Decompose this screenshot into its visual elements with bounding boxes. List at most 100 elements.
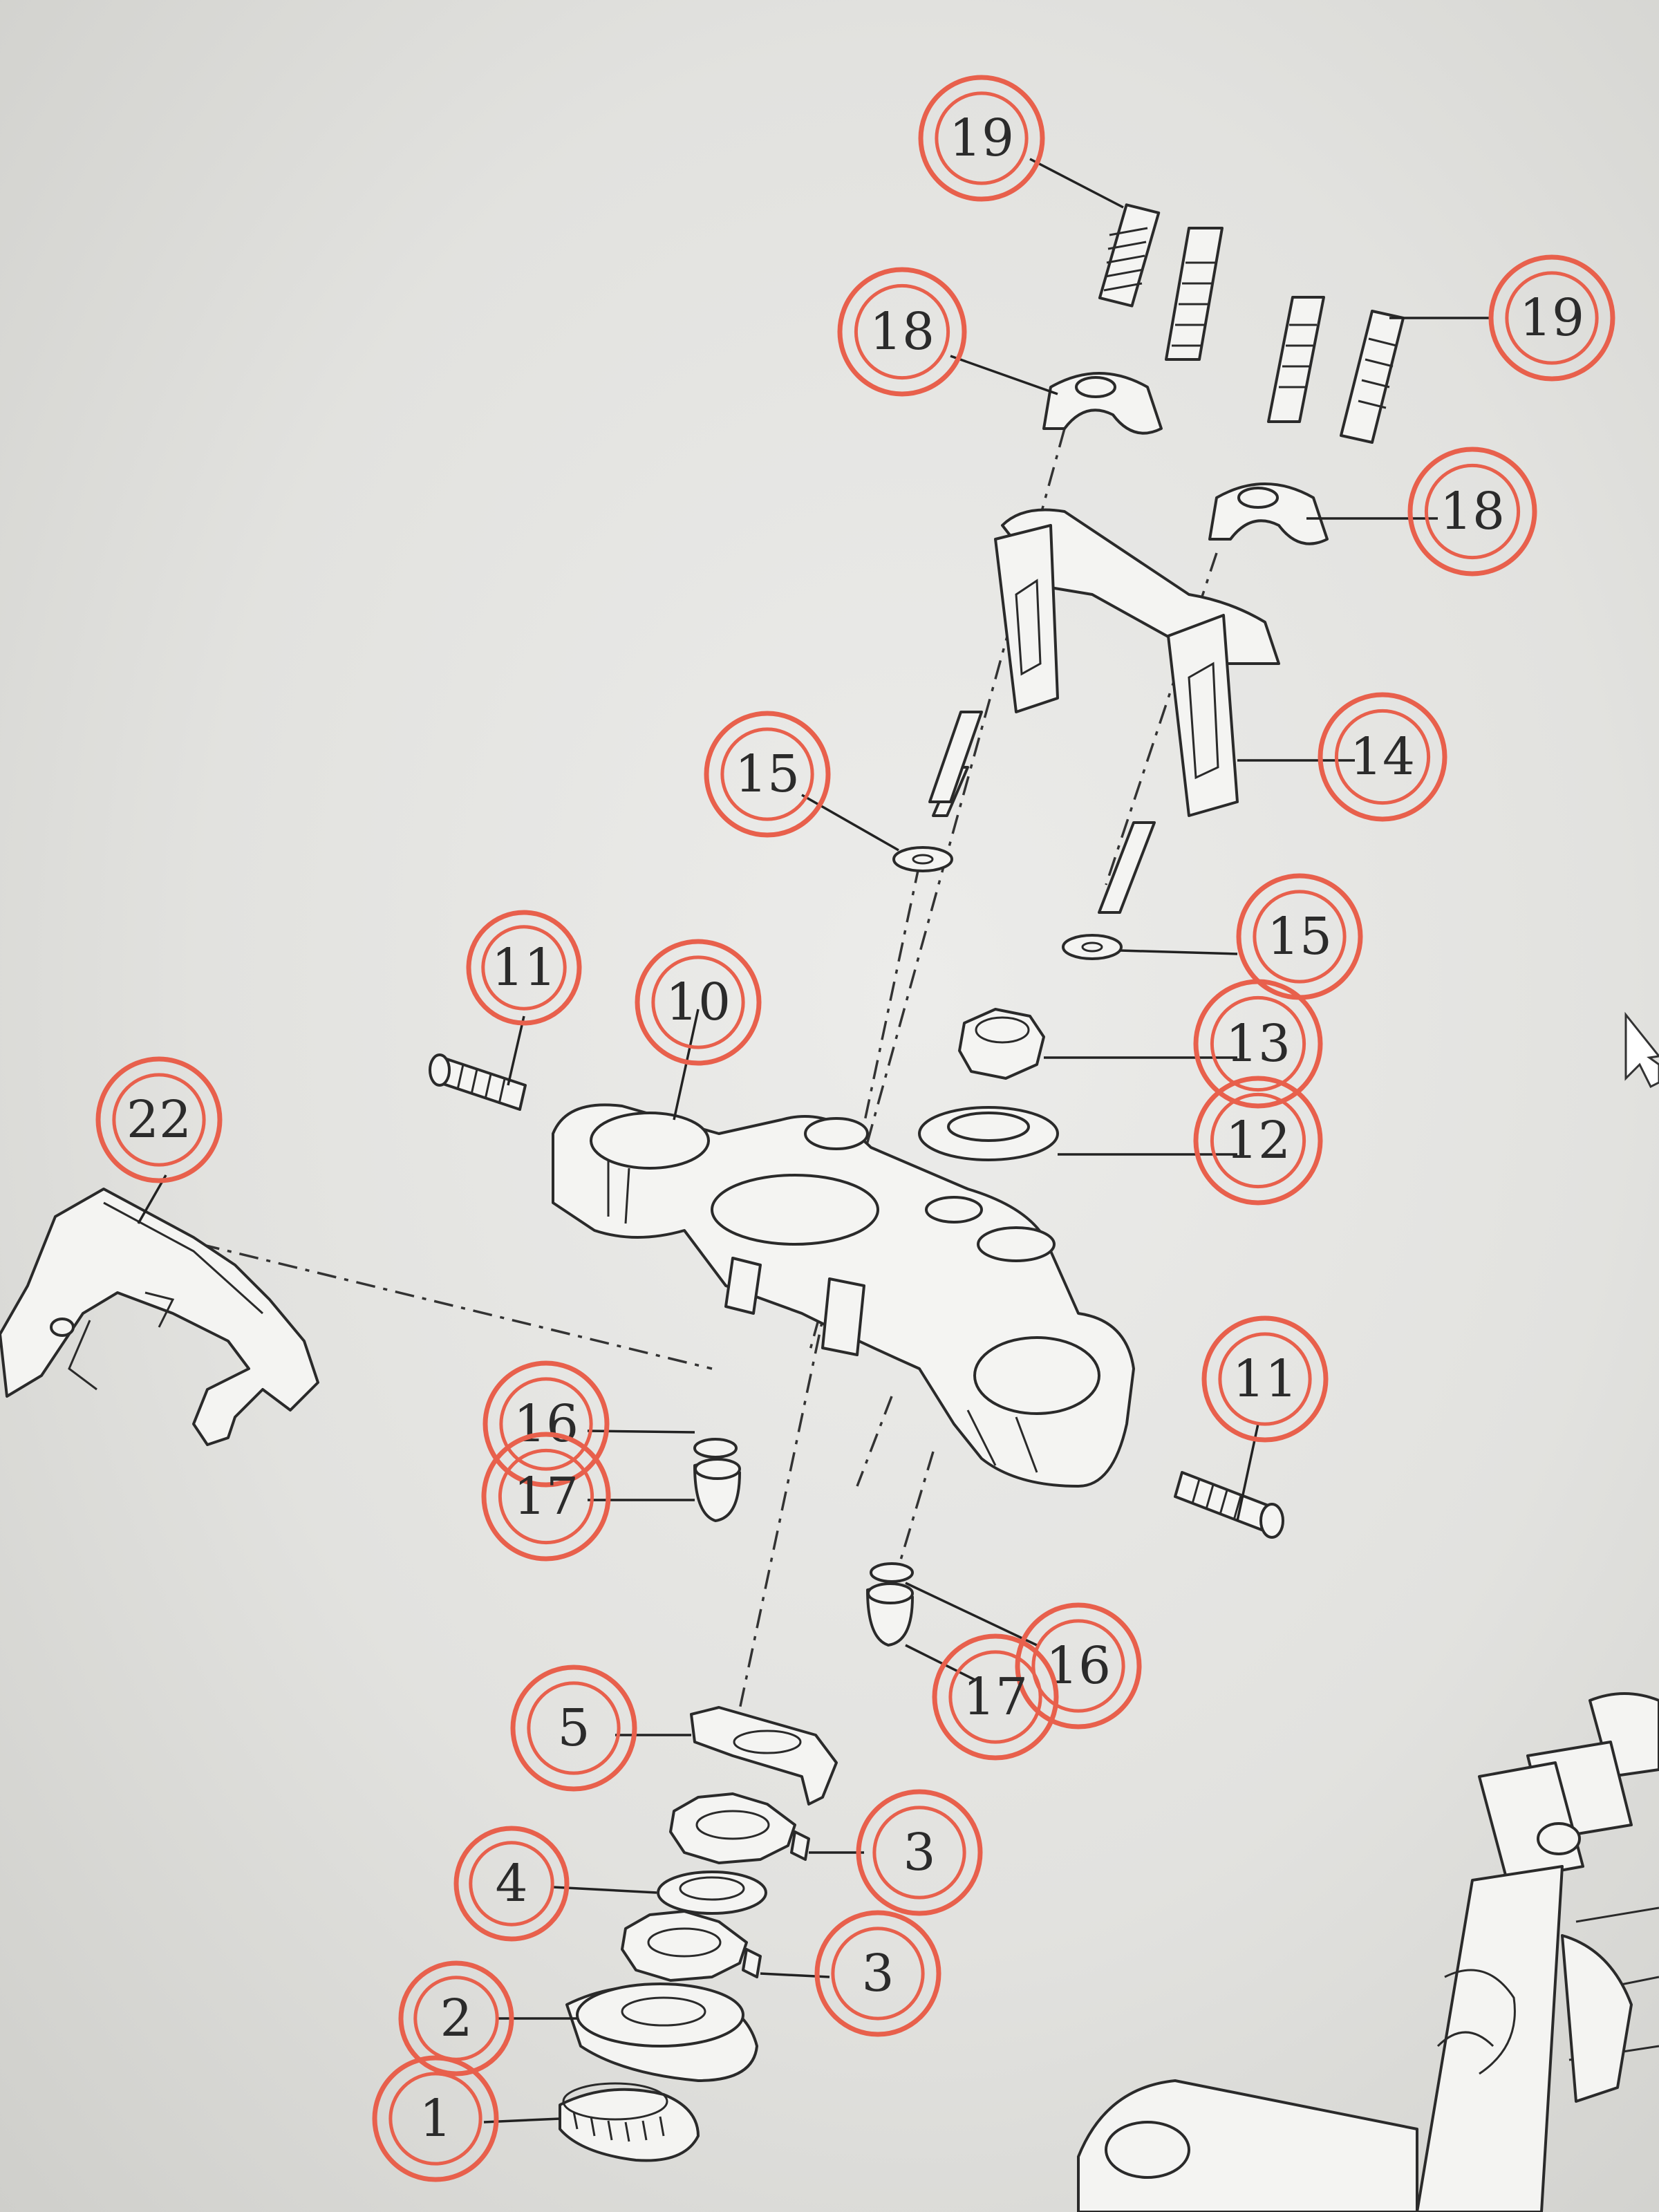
- callout-ring-inner: [498, 1448, 594, 1545]
- callout-ring-outer: [481, 1432, 611, 1562]
- callout-ring-inner: [388, 2072, 482, 2166]
- callout-ring-outer: [1488, 254, 1615, 382]
- callout-number: 4: [495, 1854, 527, 1913]
- callout-marker: 14: [1318, 692, 1447, 822]
- callout-ring-outer: [1318, 692, 1447, 822]
- callout-ring-inner: [481, 925, 567, 1011]
- callout-ring-inner: [1210, 1092, 1306, 1189]
- callout-marker: 2: [398, 1960, 514, 2077]
- steering-stem-washer: [657, 1871, 767, 1915]
- callout-ring-outer: [95, 1056, 223, 1183]
- callout-marker: 19: [1488, 254, 1615, 382]
- callout-marker: 19: [918, 75, 1045, 202]
- callout-ring-inner: [720, 727, 814, 821]
- steering-bearing-race: [565, 1983, 758, 2082]
- callout-ring-inner: [112, 1073, 206, 1167]
- steering-stem-locknuts: [621, 1792, 810, 1982]
- callout-number: 11: [491, 938, 556, 997]
- steering-stem-lock-washer: [690, 1706, 838, 1806]
- callout-marker: 15: [704, 711, 831, 838]
- handlebar-riser: [928, 508, 1280, 914]
- callout-marker: 16: [1015, 1602, 1142, 1730]
- callout-marker: 11: [1201, 1315, 1329, 1443]
- callout-ring-outer: [510, 1665, 637, 1792]
- callout-number: 17: [514, 1467, 579, 1526]
- callout-ring-outer: [398, 1960, 514, 2077]
- callout-ring-inner: [1253, 890, 1347, 984]
- callout-ring-outer: [1015, 1602, 1142, 1730]
- callout-marker: 11: [466, 910, 582, 1026]
- callout-ring-outer: [372, 2055, 499, 2182]
- steering-bearing: [559, 2082, 700, 2162]
- callout-ring-outer: [856, 1789, 983, 1916]
- callout-ring-inner: [1218, 1332, 1312, 1426]
- callout-ring-outer: [1407, 447, 1537, 577]
- callout-marker: 16: [482, 1360, 610, 1488]
- callout-number: 5: [557, 1698, 590, 1758]
- callout-marker: 4: [453, 1826, 570, 1942]
- callout-marker: 17: [932, 1633, 1059, 1761]
- callout-number: 19: [949, 109, 1014, 168]
- callout-number: 12: [1226, 1111, 1291, 1170]
- callout-number: 19: [1519, 288, 1584, 348]
- callout-marker: 18: [1407, 447, 1537, 577]
- callout-ring-inner: [948, 1650, 1042, 1744]
- callout-marker: 10: [635, 939, 762, 1066]
- callout-marker: 3: [814, 1910, 941, 2037]
- callout-number: 3: [861, 1944, 894, 2003]
- lower-triple-clamp-stem: [1077, 1692, 1659, 2212]
- callout-ring-outer: [1193, 979, 1323, 1109]
- callout-number: 15: [735, 744, 800, 804]
- callout-number: 18: [1440, 482, 1505, 541]
- callout-ring-inner: [1424, 463, 1521, 560]
- instrument-bracket: [0, 1188, 319, 1446]
- callout-ring-inner: [872, 1806, 966, 1900]
- handlebar-bolts-left: [1098, 203, 1224, 361]
- callout-marker: 5: [510, 1665, 637, 1792]
- riser-washers: [892, 846, 1123, 960]
- callout-ring-outer: [837, 267, 967, 397]
- callout-ring-outer: [466, 910, 582, 1026]
- callout-number: 14: [1350, 727, 1415, 787]
- callout-ring-inner: [1210, 995, 1306, 1092]
- callout-ring-inner: [651, 955, 745, 1049]
- callout-ring-inner: [527, 1681, 621, 1775]
- callout-marker: 22: [95, 1056, 223, 1183]
- callout-number: 22: [126, 1090, 191, 1150]
- callout-marker: 17: [481, 1432, 611, 1562]
- callout-ring-outer: [704, 711, 831, 838]
- callout-marker: 3: [856, 1789, 983, 1916]
- handlebar-clamp-caps: [1042, 372, 1329, 545]
- stem-nut-and-washer: [918, 1008, 1059, 1161]
- callout-number: 11: [1232, 1349, 1297, 1409]
- callout-number: 16: [514, 1394, 579, 1454]
- callout-number: 3: [903, 1823, 935, 1882]
- callout-number: 10: [666, 973, 731, 1032]
- callout-ring-inner: [935, 91, 1029, 185]
- callout-marker: 13: [1193, 979, 1323, 1109]
- callout-ring-outer: [453, 1826, 570, 1942]
- upper-triple-clamp: [552, 1103, 1135, 1488]
- assembly-axis-lines: [200, 428, 1218, 1743]
- cap-nuts-and-washers: [693, 1438, 914, 1647]
- callout-marker: 18: [837, 267, 967, 397]
- triple-clamp-pinch-bolts: [429, 1053, 1284, 1539]
- callout-ring-outer: [1201, 1315, 1329, 1443]
- callout-ring-inner: [1334, 709, 1431, 805]
- callout-ring-inner: [499, 1377, 593, 1471]
- callout-ring-inner: [854, 283, 950, 380]
- handlebar-bolts-right: [1267, 296, 1405, 444]
- callout-ring-outer: [814, 1910, 941, 2037]
- callout-number: 15: [1267, 907, 1332, 966]
- callout-number: 18: [870, 302, 935, 362]
- callout-number: 17: [963, 1667, 1028, 1727]
- callout-ring-inner: [469, 1841, 554, 1927]
- callout-ring-outer: [635, 939, 762, 1066]
- callout-marker: 1: [372, 2055, 499, 2182]
- callout-number: 2: [440, 1989, 472, 2048]
- callout-ring-outer: [482, 1360, 610, 1488]
- callout-ring-inner: [1505, 271, 1599, 365]
